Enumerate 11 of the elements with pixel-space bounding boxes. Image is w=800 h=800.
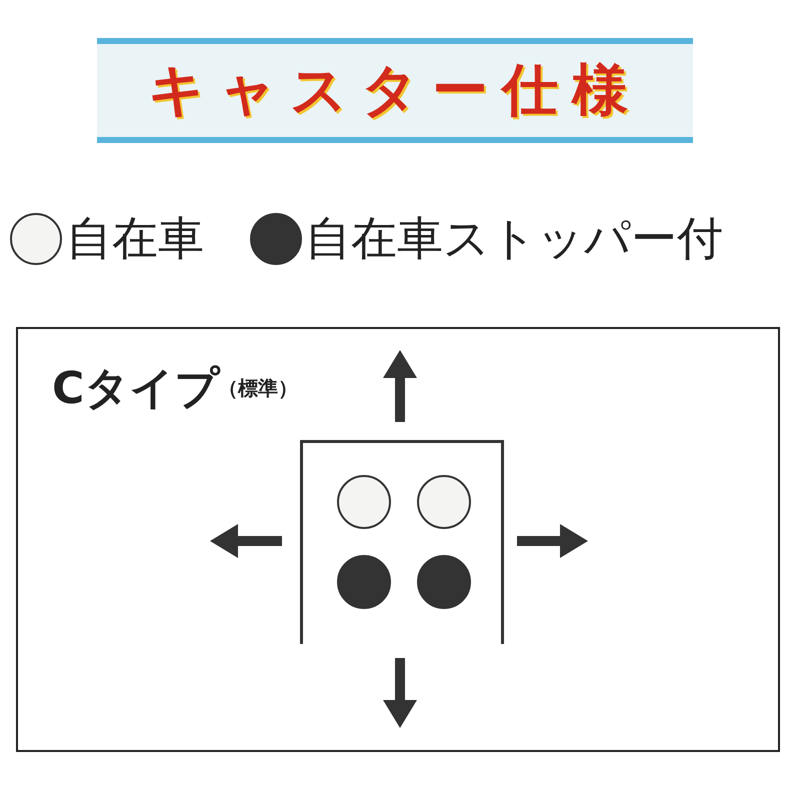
cart-outline xyxy=(300,440,504,644)
title-banner: キャスター仕様 xyxy=(97,38,693,143)
caster-circle xyxy=(417,555,471,609)
frame-heading: Cタイプ xyxy=(52,362,220,416)
legend-label: 自在車ストッパー付 xyxy=(305,210,724,267)
frame-box xyxy=(16,327,780,752)
caster-circle xyxy=(337,555,391,609)
legend-label: 自在車 xyxy=(66,210,205,267)
caster-circle xyxy=(337,475,391,529)
caster-circle xyxy=(417,475,471,529)
frame-subheading: （標準） xyxy=(218,376,298,400)
